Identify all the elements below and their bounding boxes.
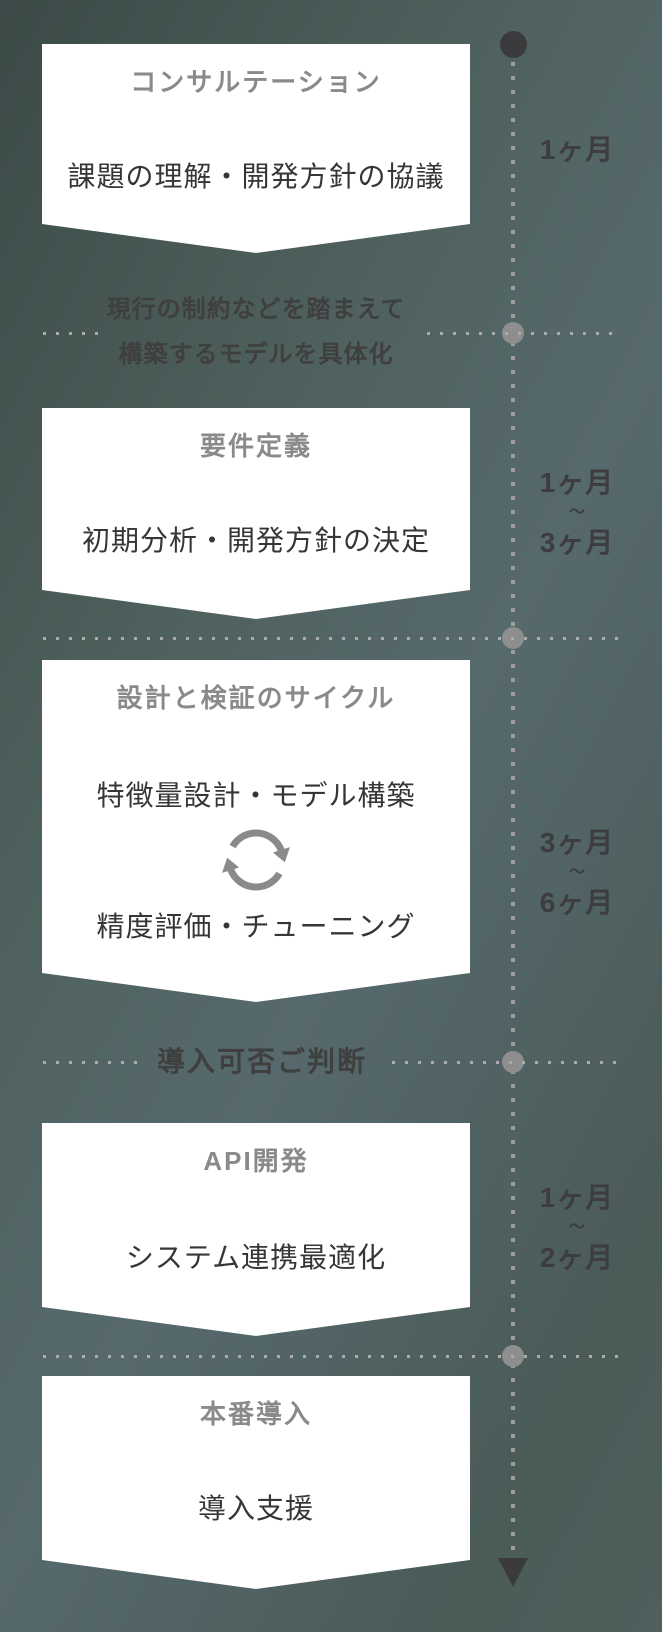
divider-dotted-line [43,1355,618,1358]
phase-title: 要件定義 [199,431,312,461]
duration-label: 3ヶ月 〜 6ヶ月 [527,828,627,918]
phase-title: API開発 [203,1146,309,1176]
phase-body: 特徴量設計・モデル構築 [96,780,416,811]
duration-tilde: 〜 [568,864,585,881]
phase-title: 本番導入 [199,1399,312,1429]
duration-label: 1ヶ月 〜 3ヶ月 [527,468,627,558]
phase-body: システム連携最適化 [125,1242,387,1273]
duration-line: 1ヶ月 [539,134,615,165]
divider-dotted-line [392,1061,618,1064]
duration-line: 2ヶ月 [539,1242,615,1273]
phase-card-consultation: コンサルテーション 課題の理解・開発方針の協議 [42,44,470,253]
phase-body: 導入支援 [197,1493,314,1524]
duration-tilde: 〜 [568,1219,585,1236]
duration-line: 1ヶ月 [539,467,615,498]
phase-body: 課題の理解・開発方針の協議 [67,161,445,192]
phase-body: 初期分析・開発方針の決定 [81,525,430,556]
divider-dotted-line [43,1061,143,1064]
duration-label: 1ヶ月 [527,135,627,165]
phase-card-design-cycle: 設計と検証のサイクル 特徴量設計・モデル構築 精度評価・チューニング [42,660,470,1002]
timeline-start-dot [500,31,527,58]
divider-dotted-line [43,637,618,640]
timeline-end-arrow-icon [498,1558,528,1587]
divider-note-line: 構築するモデルを具体化 [118,341,394,368]
cycle-refresh-icon [218,822,294,898]
duration-line: 6ヶ月 [539,887,615,918]
duration-line: 1ヶ月 [539,1182,615,1213]
duration-line: 3ヶ月 [539,527,615,558]
phase-body: 精度評価・チューニング [96,911,416,942]
duration-line: 3ヶ月 [539,827,615,858]
divider-dotted-line [43,332,107,335]
phase-card-production-launch: 本番導入 導入支援 [42,1376,470,1589]
phase-card-requirements: 要件定義 初期分析・開発方針の決定 [42,408,470,619]
phase-title: 設計と検証のサイクル [116,683,396,713]
duration-label: 1ヶ月 〜 2ヶ月 [527,1183,627,1273]
phase-title: コンサルテーション [130,67,382,97]
divider-dotted-line [427,332,618,335]
timeline-dotted-line [511,62,515,1552]
divider-note-line: 現行の制約などを踏まえて [106,296,406,323]
phase-card-api-development: API開発 システム連携最適化 [42,1123,470,1336]
divider-note-line: 導入可否ご判断 [156,1046,367,1077]
duration-tilde: 〜 [568,504,585,521]
